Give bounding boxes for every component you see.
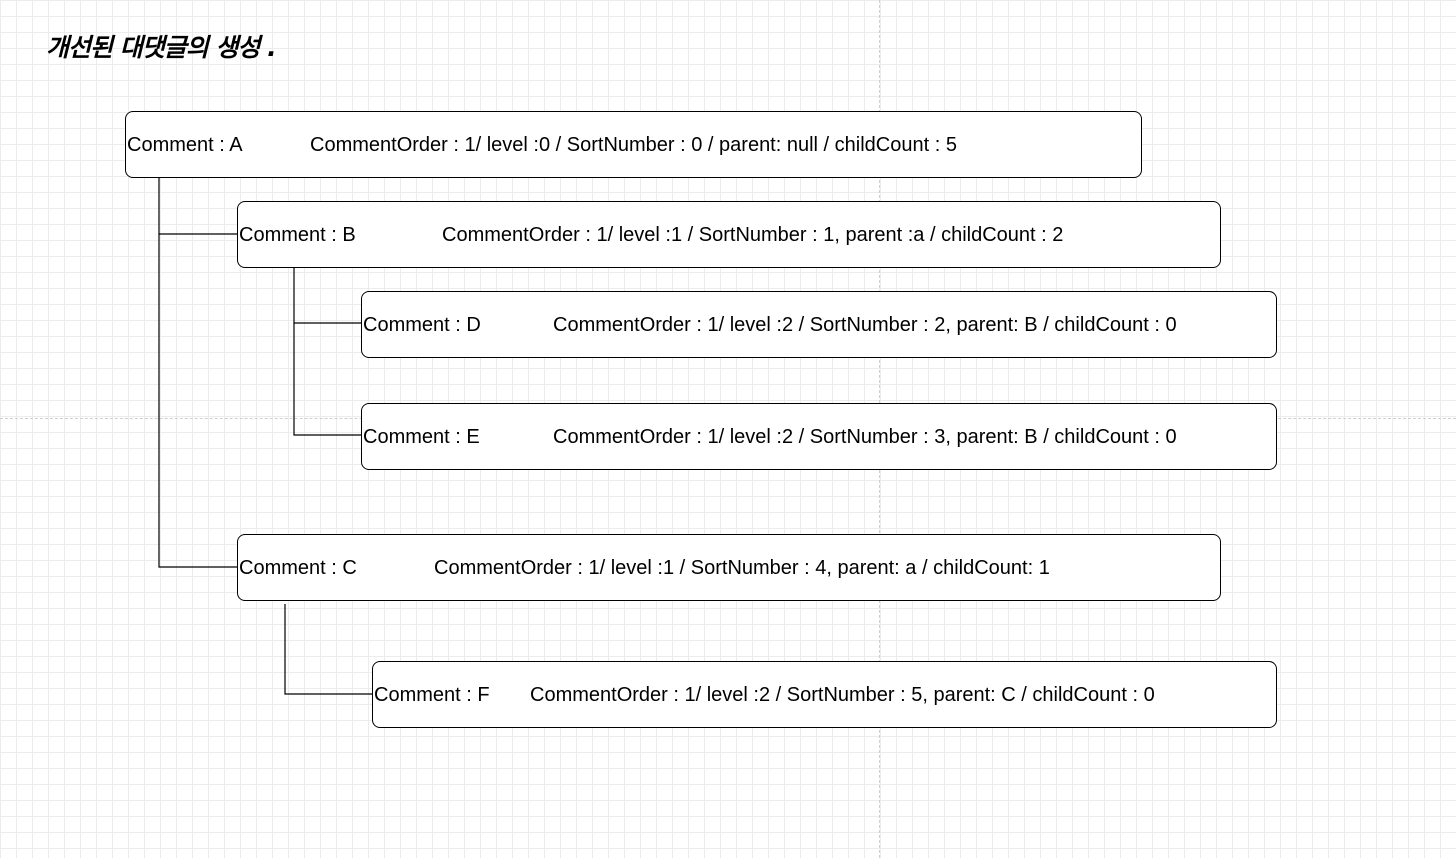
connector-a-c [158, 234, 237, 568]
comment-node-a[interactable]: Comment : A CommentOrder : 1/ level :0 /… [125, 111, 1142, 178]
comment-node-d[interactable]: Comment : D CommentOrder : 1/ level :2 /… [361, 291, 1277, 358]
comment-name: Comment : D [363, 314, 481, 336]
comment-name: Comment : A [127, 134, 243, 156]
comment-name: Comment : F [374, 684, 490, 706]
comment-node-f[interactable]: Comment : F CommentOrder : 1/ level :2 /… [372, 661, 1277, 728]
connector-b-d [293, 268, 361, 324]
connector-a-b [158, 178, 237, 235]
comment-detail: CommentOrder : 1/ level :1 / SortNumber … [434, 557, 1050, 579]
comment-detail: CommentOrder : 1/ level :0 / SortNumber … [310, 134, 957, 156]
comment-detail: CommentOrder : 1/ level :2 / SortNumber … [553, 314, 1177, 336]
diagram-title: 개선된 대댓글의 생성 . [46, 33, 277, 62]
comment-node-c[interactable]: Comment : C CommentOrder : 1/ level :1 /… [237, 534, 1221, 601]
connector-c-f [284, 604, 372, 695]
connector-b-e [293, 323, 361, 436]
comment-name: Comment : C [239, 557, 357, 579]
comment-node-e[interactable]: Comment : E CommentOrder : 1/ level :2 /… [361, 403, 1277, 470]
comment-detail: CommentOrder : 1/ level :1 / SortNumber … [442, 224, 1064, 246]
comment-node-b[interactable]: Comment : B CommentOrder : 1/ level :1 /… [237, 201, 1221, 268]
comment-name: Comment : B [239, 224, 356, 246]
comment-detail: CommentOrder : 1/ level :2 / SortNumber … [530, 684, 1155, 706]
comment-name: Comment : E [363, 426, 480, 448]
comment-detail: CommentOrder : 1/ level :2 / SortNumber … [553, 426, 1177, 448]
